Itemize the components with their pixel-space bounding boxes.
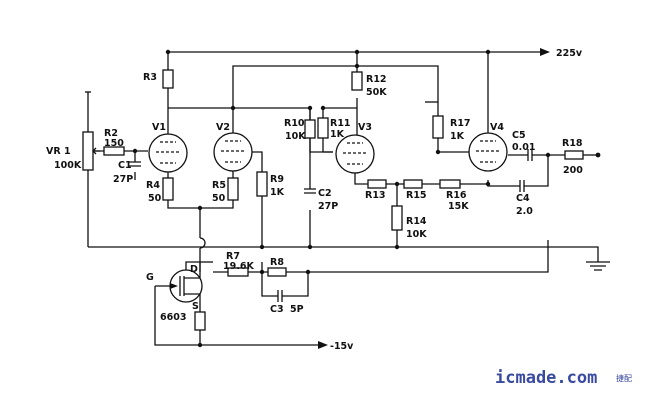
vr1-name: VR 1 — [46, 146, 71, 157]
r10-name: R10 — [284, 118, 305, 129]
r12-value: 50K — [366, 87, 387, 98]
terminals — [318, 48, 610, 349]
c1-value: 27P — [113, 174, 133, 185]
r9-name: R9 — [270, 174, 284, 185]
tube-v4 — [468, 132, 508, 172]
r5-name: R5 — [212, 180, 226, 191]
c1-name: C1 — [118, 160, 132, 171]
fet-symbol — [169, 262, 203, 303]
vr1-value: 100K — [54, 160, 82, 171]
v2-label: V2 — [216, 122, 230, 133]
tube-v3 — [335, 134, 375, 174]
c5-value: 0.01 — [512, 142, 535, 153]
r10-value: 10K — [285, 131, 306, 142]
r13-name: R13 — [365, 190, 386, 201]
wiring — [87, 51, 599, 346]
v3-label: V3 — [358, 122, 372, 133]
tube-symbols — [148, 132, 508, 174]
r9-value: 1K — [270, 187, 285, 198]
c5-name: C5 — [512, 130, 526, 141]
r14-value: 10K — [406, 229, 427, 240]
r12-name: R12 — [366, 74, 387, 85]
resistor-symbols — [82, 69, 584, 331]
r15-name: R15 — [406, 190, 427, 201]
r11-value: 1K — [330, 129, 345, 140]
c3-value: 5P — [290, 304, 304, 315]
supply-negative-label: -15v — [330, 341, 354, 352]
tube-v1 — [148, 133, 188, 173]
labels: 225v -15v V1 V2 V3 V4 VR 1 100K R2 150 R… — [46, 48, 632, 388]
fet-drain-label: D — [190, 264, 198, 275]
r16-value: 15K — [448, 201, 469, 212]
r5-value: 50 — [212, 193, 226, 204]
capacitor-symbols — [129, 149, 533, 302]
r4-value: 50 — [148, 193, 162, 204]
r7-name: R7 — [226, 251, 240, 262]
v4-label: V4 — [490, 122, 504, 133]
r7-value: 19.6K — [223, 261, 254, 272]
r17-value: 1K — [450, 131, 465, 142]
junction-dots — [132, 49, 551, 348]
fet-part-number: 6603 — [160, 312, 186, 323]
r2-name: R2 — [104, 128, 118, 139]
v1-label: V1 — [152, 122, 166, 133]
c2-value: 27P — [318, 201, 338, 212]
r18-name: R18 — [562, 138, 583, 149]
r17-name: R17 — [450, 118, 471, 129]
r8-name: R8 — [270, 257, 284, 268]
r11-name: R11 — [330, 118, 351, 129]
r4-name: R4 — [146, 180, 160, 191]
r14-name: R14 — [406, 216, 427, 227]
tube-v2 — [213, 132, 253, 172]
r3-name: R3 — [143, 72, 157, 83]
r16-name: R16 — [446, 190, 467, 201]
fet-source-label: S — [192, 301, 199, 312]
c3-name: C3 — [270, 304, 284, 315]
c4-name: C4 — [516, 193, 530, 204]
c2-name: C2 — [318, 188, 332, 199]
r2-value: 150 — [104, 138, 124, 149]
c4-value: 2.0 — [516, 206, 533, 217]
supply-positive-label: 225v — [556, 48, 583, 59]
watermark-sub: 捷配 — [616, 373, 632, 383]
r18-value: 200 — [563, 165, 583, 176]
fet-gate-label: G — [146, 272, 154, 283]
watermark-text: icmade.com — [495, 368, 597, 388]
